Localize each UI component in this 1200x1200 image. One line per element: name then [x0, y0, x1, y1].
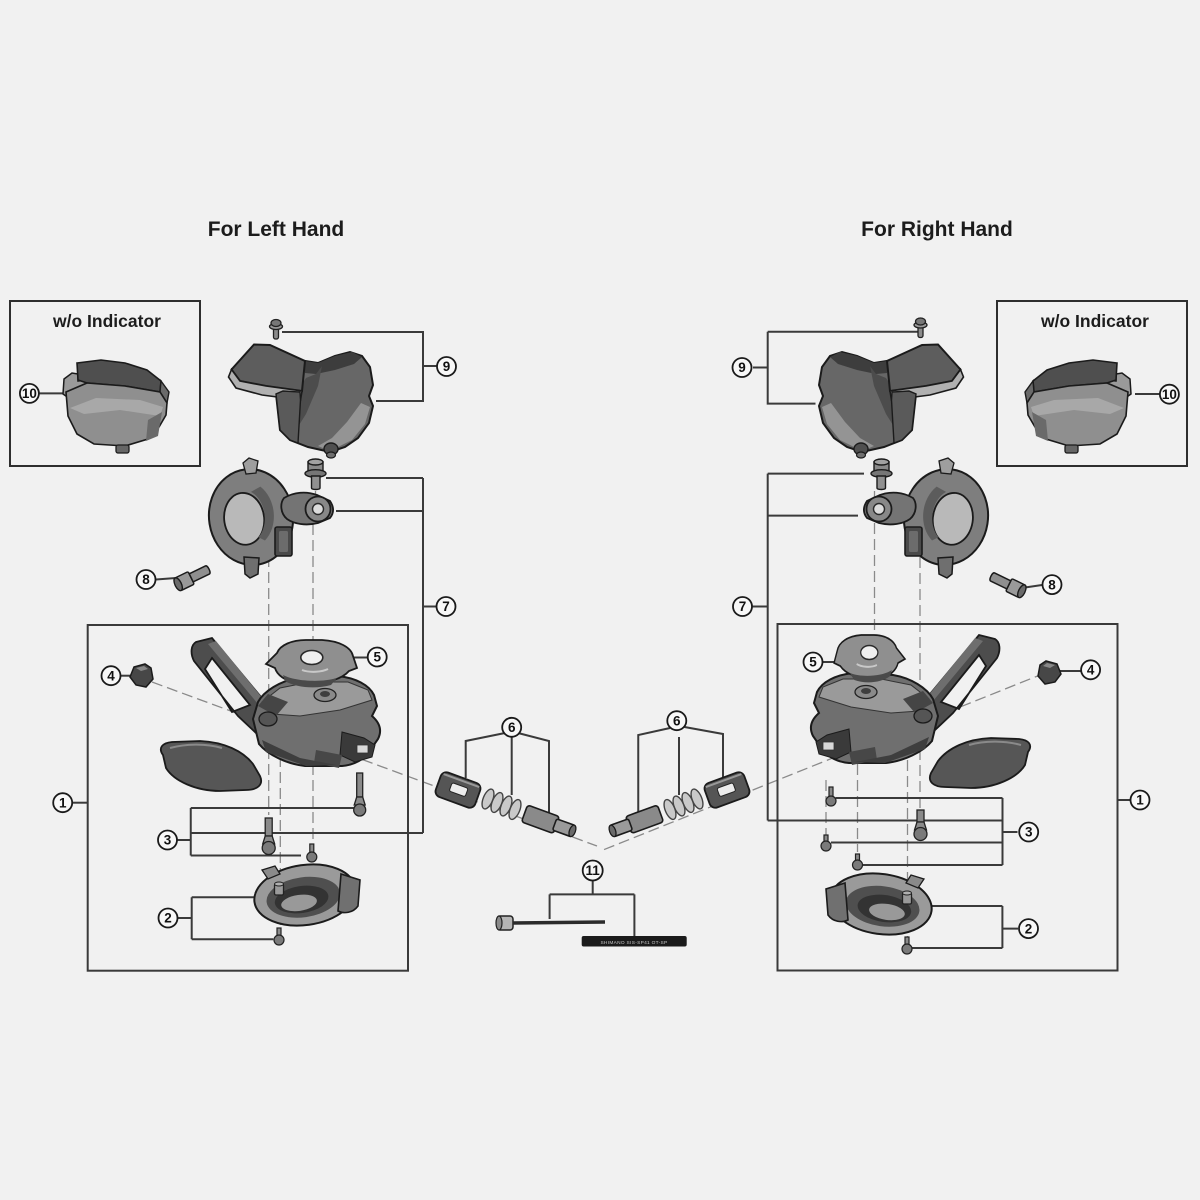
svg-text:3: 3 — [164, 833, 172, 848]
svg-text:w/o Indicator: w/o Indicator — [1040, 311, 1149, 331]
svg-text:For Right Hand: For Right Hand — [861, 218, 1013, 241]
svg-text:9: 9 — [738, 360, 746, 375]
svg-text:8: 8 — [142, 572, 150, 587]
svg-text:SHIMANO SIS-SP41 OT-SP: SHIMANO SIS-SP41 OT-SP — [600, 940, 667, 946]
svg-text:w/o Indicator: w/o Indicator — [52, 311, 161, 331]
svg-text:6: 6 — [673, 713, 681, 728]
svg-text:10: 10 — [1162, 387, 1177, 402]
svg-text:11: 11 — [586, 863, 601, 878]
svg-text:5: 5 — [809, 655, 817, 670]
svg-text:7: 7 — [739, 599, 747, 614]
svg-text:4: 4 — [1087, 663, 1095, 678]
svg-text:7: 7 — [442, 599, 450, 614]
svg-text:1: 1 — [1136, 793, 1144, 808]
svg-text:2: 2 — [1025, 921, 1033, 936]
svg-text:10: 10 — [22, 386, 37, 401]
svg-text:5: 5 — [373, 650, 381, 665]
svg-text:4: 4 — [107, 668, 115, 683]
svg-text:2: 2 — [164, 911, 172, 926]
svg-text:3: 3 — [1025, 825, 1033, 840]
svg-text:8: 8 — [1048, 577, 1056, 592]
svg-text:1: 1 — [59, 795, 67, 810]
svg-text:6: 6 — [508, 720, 516, 735]
svg-text:For Left Hand: For Left Hand — [208, 218, 345, 241]
svg-text:9: 9 — [443, 359, 451, 374]
